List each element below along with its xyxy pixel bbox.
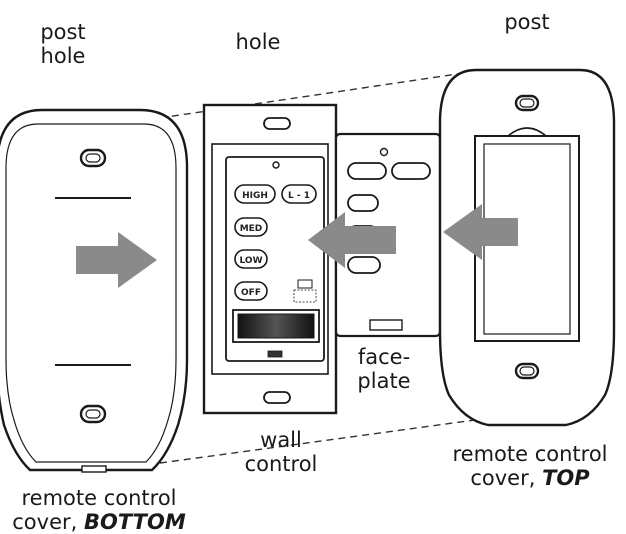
- wall-control: [202, 103, 338, 415]
- remote-top-notch: [507, 127, 547, 137]
- label-remote-top: remote control cover, TOP: [438, 442, 622, 490]
- label-faceplate-line2: plate: [357, 369, 411, 393]
- label-wall-control-line2: control: [244, 452, 318, 476]
- label-wall-control: wall control: [226, 428, 336, 476]
- faceplate-tab: [369, 319, 403, 331]
- button-low: [234, 249, 268, 269]
- arrow-left-icon: [308, 212, 396, 268]
- label-post-hole-line2: hole: [40, 44, 86, 68]
- faceplate-opening-2: [391, 162, 431, 180]
- button-light-text: L - 1: [288, 191, 310, 201]
- remote-top-post-bottom-inner: [519, 366, 535, 376]
- label-post-hole-line1: post: [40, 20, 86, 44]
- dip-switch-label-box: [293, 289, 317, 303]
- label-remote-bottom-line2: cover, BOTTOM: [4, 510, 194, 534]
- wall-control-slot: [237, 313, 315, 339]
- wall-control-switch: [267, 350, 283, 358]
- label-post: post: [504, 10, 550, 34]
- label-wall-control-line1: wall: [260, 428, 302, 452]
- remote-bottom-tab: [81, 465, 107, 473]
- button-high-text: HIGH: [242, 191, 268, 201]
- dashed-line-bottom: [159, 419, 476, 464]
- button-off-text: OFF: [241, 288, 261, 298]
- label-hole: hole: [235, 30, 281, 54]
- arrow-left-icon-right: [443, 204, 518, 260]
- label-faceplate-line1: face-: [357, 345, 411, 369]
- button-med: [234, 217, 268, 237]
- label-remote-top-line1: remote control: [452, 442, 608, 466]
- button-off: [234, 281, 268, 301]
- label-remote-bottom: remote control cover, BOTTOM: [4, 486, 194, 534]
- remote-top-post-top-inner: [519, 98, 535, 108]
- wall-control-hole-top: [263, 117, 291, 130]
- label-post-hole: post hole: [28, 20, 98, 68]
- label-remote-top-prefix: cover,: [470, 466, 536, 490]
- wall-control-led: [272, 161, 280, 169]
- button-low-text: LOW: [240, 256, 263, 266]
- faceplate-opening-3: [347, 194, 379, 212]
- wall-control-hole-bottom: [263, 391, 291, 404]
- label-remote-bottom-strong: BOTTOM: [84, 510, 186, 534]
- remote-bottom-post-hole-top-inner: [85, 153, 101, 163]
- faceplate-opening-1: [347, 162, 387, 180]
- button-light: [281, 184, 317, 204]
- remote-bottom-post-hole-bottom-inner: [85, 409, 101, 419]
- label-remote-bottom-line1: remote control: [21, 486, 177, 510]
- remote-bottom-inner-rim: [5, 123, 177, 463]
- button-med-text: MED: [240, 224, 263, 234]
- faceplate-led-hole: [379, 147, 389, 157]
- remote-cover-bottom: [0, 108, 189, 473]
- arrow-right-icon: [76, 232, 157, 288]
- dip-switch-icon: [297, 279, 313, 289]
- faceplate-opening-5: [347, 256, 381, 274]
- label-remote-top-line2: cover, TOP: [438, 466, 622, 490]
- label-remote-bottom-prefix: cover,: [12, 510, 78, 534]
- button-high: [234, 184, 276, 204]
- label-faceplate: face- plate: [344, 345, 424, 393]
- label-remote-top-strong: TOP: [542, 466, 590, 490]
